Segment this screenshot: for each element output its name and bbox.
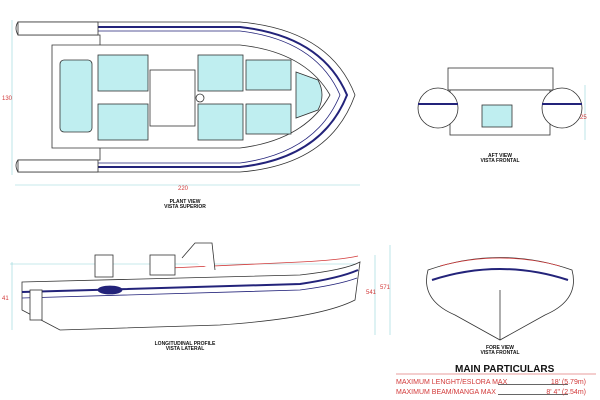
profile-console xyxy=(149,254,176,276)
plant-cone-top xyxy=(17,21,99,36)
plant-hatch xyxy=(195,93,205,103)
plant-console xyxy=(149,69,196,127)
profile-engine xyxy=(29,289,43,321)
particulars-row-length-label: MAXIMUM LENGHT/ESLORA MAX xyxy=(396,379,508,386)
plant-view-line1: PLANT VIEW xyxy=(169,199,201,205)
plant-panel-6 xyxy=(245,103,292,135)
profile-dim-c-label: 571 xyxy=(380,285,391,291)
plant-view xyxy=(11,20,360,186)
plant-bow-locker xyxy=(295,71,323,119)
fore-view-label: FORE VIEW VISTA FRONTAL xyxy=(465,345,535,357)
plant-view-line2: VISTA SUPERIOR xyxy=(164,204,206,211)
profile-dim-b-label: 541 xyxy=(366,290,377,296)
aft-tube-right xyxy=(541,87,583,129)
profile-dim-a-label: 41 xyxy=(2,296,9,302)
plant-panel-2 xyxy=(97,103,149,141)
plant-panel-aft-seat xyxy=(59,59,93,133)
fore-tube-stripe xyxy=(431,268,569,281)
fore-red-line xyxy=(439,257,561,267)
fore-view-line2: VISTA FRONTAL xyxy=(480,350,520,357)
particulars-row-length-value: 18' (5.79m) xyxy=(550,379,586,386)
plant-cone-bottom xyxy=(17,159,99,173)
profile-tube-stripe xyxy=(21,269,359,293)
aft-engine-mount xyxy=(481,104,513,128)
plant-length-label: 220 xyxy=(178,186,189,192)
fore-view-line1: FORE VIEW xyxy=(485,345,515,351)
particulars-row-beam-value: 8' 4" (2.54m) xyxy=(546,389,586,396)
profile-logo xyxy=(97,285,123,295)
profile-view-line1: LONGITUDINAL PROFILE xyxy=(154,341,216,347)
profile-view-label: LONGITUDINAL PROFILE VISTA LATERAL xyxy=(135,341,235,353)
plant-width-label: 130 xyxy=(2,96,13,102)
fore-view xyxy=(426,257,574,341)
plant-view-label: PLANT VIEW VISTA SUPERIOR xyxy=(150,199,220,211)
particulars-row-length-leader xyxy=(498,384,568,385)
particulars-row-beam-label: MAXIMUM BEAM/MANGA MAX xyxy=(396,389,496,396)
aft-tbar xyxy=(447,67,554,91)
plant-tube-stripe-2 xyxy=(20,30,341,164)
aft-view-line2: VISTA FRONTAL xyxy=(480,158,520,165)
profile-red-line xyxy=(169,255,359,269)
profile-view xyxy=(10,242,391,335)
plant-panel-1 xyxy=(97,54,149,92)
profile-windscreen xyxy=(181,242,216,271)
aft-view-line1: AFT VIEW xyxy=(488,153,512,159)
aft-view xyxy=(417,67,586,140)
profile-view-line2: VISTA LATERAL xyxy=(165,346,205,353)
aft-height-label: 25 xyxy=(580,115,587,121)
profile-hull xyxy=(21,261,361,331)
profile-tbar xyxy=(94,254,114,278)
plant-tube-stripe xyxy=(20,26,349,168)
particulars-title: MAIN PARTICULARS xyxy=(455,364,555,375)
plant-panel-3 xyxy=(197,54,244,92)
aft-view-label: AFT VIEW VISTA FRONTAL xyxy=(465,153,535,165)
plant-panel-5 xyxy=(245,59,292,91)
particulars-row-beam-leader xyxy=(498,394,568,395)
plant-panel-4 xyxy=(197,103,244,141)
profile-tube-stripe-2 xyxy=(21,277,358,299)
aft-tube-left xyxy=(417,87,459,129)
